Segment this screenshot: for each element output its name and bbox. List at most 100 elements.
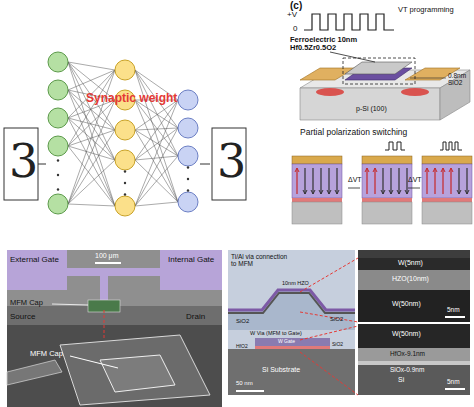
neuron-circle [115,150,135,170]
text-label: SiOx-0.9nm [390,366,424,373]
text-label: HfOx-9.1nm [390,350,425,357]
w-gate [255,338,330,346]
ellipsis-dot [57,188,59,190]
synapse-line [68,70,115,204]
synapse-line [68,62,115,70]
step-arrow [408,188,420,189]
arrow-head [405,190,409,194]
text-label: ΔVT [408,176,422,184]
text-label: Si Substrate [262,366,300,374]
text-label: SiO2 [236,318,249,325]
neuron-circle [178,192,198,212]
ellipsis-dot [187,178,189,180]
polarization-cells [292,156,472,224]
text-label: Drain [186,313,205,322]
arrow-head [373,168,377,172]
synapse-line [68,70,115,90]
neuron-circle [48,194,68,214]
optical-image [7,250,222,325]
digit-image [212,128,246,200]
w-via [228,293,355,313]
polarization-arrow [382,168,383,194]
arrow-head [465,190,469,194]
synapse-line [135,70,178,202]
w-layer [358,324,470,348]
text-label: MFM Cap [30,350,63,358]
neuron-circle [48,52,68,72]
output-arrow [200,164,210,165]
text-label: Synaptic weight [86,92,177,105]
arrow-head [381,190,385,194]
n-plus-region [316,88,344,96]
input-arrow [38,164,46,165]
polarization-arrow [328,168,329,194]
zoom-line [300,258,358,292]
polarization-arrow [450,168,451,194]
ferroelectric-layer [422,164,472,198]
text-label: Source [10,313,35,322]
synapse-line [68,130,115,204]
text-label: 5nm [447,378,460,385]
external-gate-pad [7,250,67,290]
neuron-circle [178,146,198,166]
polarization-arrow [426,168,427,194]
leader-line [52,304,88,305]
interface-layer [362,198,412,202]
w-layer [358,258,470,270]
synapse-line [135,100,178,206]
arrow-head [433,168,437,172]
scale-bar [95,262,121,264]
leader-line [410,78,446,79]
ellipsis-dot [124,193,126,195]
synapse-line [68,62,115,160]
ferroelectric-layer [292,164,342,198]
tem-image [228,250,355,395]
text-label: HZO(10nm) [392,275,429,283]
ellipsis-dot [187,189,189,191]
tem-zoom [358,324,470,395]
polarization-arrow [458,168,459,194]
polarization-arrow [320,168,321,194]
scale-bar [445,388,465,390]
synapse-line [135,70,178,156]
text-label: HfO2 [236,344,248,350]
synapse-line [135,156,178,206]
arrow-head [441,168,445,172]
arrow-head [389,190,393,194]
synapse-line [68,204,115,206]
neuron-circle [178,118,198,138]
ferroelectric-layer [362,164,412,198]
synapse-line [68,100,115,204]
arrow-head [365,168,369,172]
neuron-circle [48,108,68,128]
gate-electrode [292,156,342,164]
gate-metal [345,62,412,74]
ellipsis-dot [124,182,126,184]
synapse-line [68,100,115,146]
hzo-layer [358,270,470,290]
w-layer [358,290,470,322]
text-label: VT programming [398,6,472,14]
arrow-head [457,190,461,194]
pulse-train [440,142,462,150]
arrow-head [397,190,401,194]
synapse-line [135,202,178,206]
polarization-arrow [434,168,435,194]
arrow-head [303,190,307,194]
ellipsis-dot [57,159,59,161]
pulse-train [385,142,405,150]
arrow-head [319,190,323,194]
synapse-line [135,156,178,160]
text-label: (c) [290,0,302,11]
synapse-line [135,130,178,156]
polarization-arrow [398,168,399,194]
text-label: 100 μm [95,252,119,260]
pulse-train [304,14,394,30]
interface-layer [422,198,472,202]
arrow-head [425,168,429,172]
text-label: SiO2 [330,316,343,323]
ellipsis-dot [187,166,189,168]
dashed-region [343,58,415,84]
si-substrate [292,202,342,224]
synapse-line [68,146,115,160]
